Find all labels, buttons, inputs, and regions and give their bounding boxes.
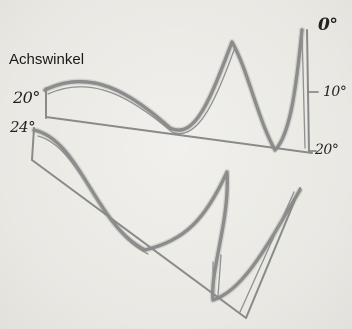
lower-curve-wave (32, 128, 302, 302)
upper-curve-wave (43, 28, 304, 152)
upper-baseline (45, 116, 313, 154)
lower-curve-group (31, 127, 303, 319)
upper-curve-inner (47, 49, 235, 135)
upper-right-stem (306, 29, 310, 153)
lower-left-bracket (31, 127, 35, 161)
upper-curve-group (42, 27, 319, 154)
lower-curve-shadow (31, 127, 303, 303)
angle-label-10-right: 10° (323, 84, 347, 100)
lower-trough-stroke-2 (217, 254, 222, 297)
angle-label-20-left: 20° (13, 88, 40, 107)
angle-label-24-left: 24° (10, 118, 36, 136)
lower-right-diagonal (245, 187, 301, 319)
axis-angle-title: Achswinkel (9, 51, 85, 68)
lower-baseline (31, 159, 247, 319)
lower-right-diagonal-inner (239, 191, 295, 313)
upper-right-stem-inner (301, 29, 306, 149)
angle-label-0: 0° (318, 15, 338, 35)
angle-label-20-right: 20° (315, 142, 339, 158)
lower-curve-inner (37, 135, 149, 255)
